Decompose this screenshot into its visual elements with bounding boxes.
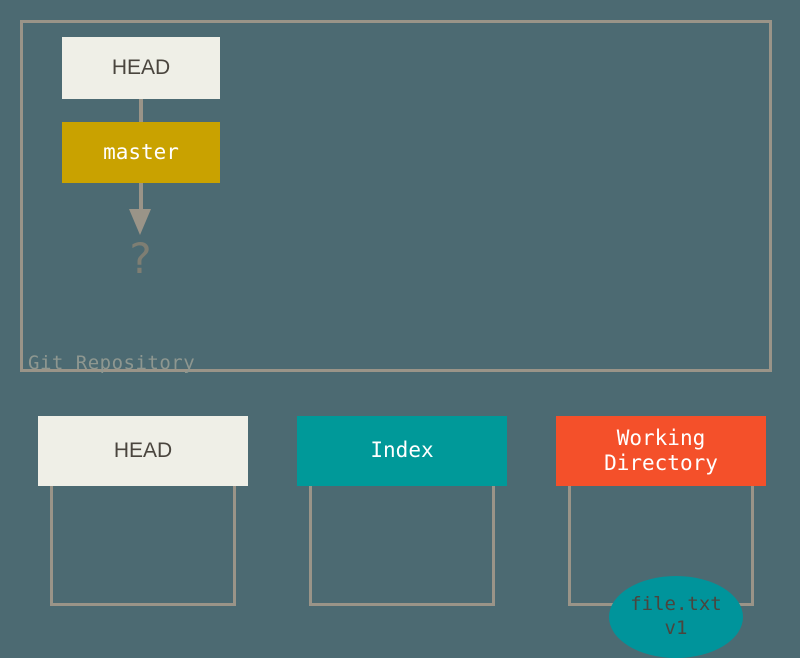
file-blob-version: v1 bbox=[664, 617, 688, 639]
area-working-directory-header: Working Directory bbox=[556, 416, 766, 486]
repo-node-master-label: master bbox=[103, 140, 179, 165]
file-blob-working-directory: file.txt v1 bbox=[609, 576, 743, 658]
repo-node-master: master bbox=[62, 122, 220, 183]
diagram-canvas: Git Repository HEAD master ? HEAD Index … bbox=[20, 20, 772, 658]
repo-node-head-label: HEAD bbox=[111, 55, 171, 79]
git-repository-frame bbox=[20, 20, 772, 372]
file-blob-name: file.txt bbox=[630, 593, 722, 616]
area-head-body bbox=[50, 486, 236, 606]
area-working-directory-body: file.txt v1 bbox=[568, 486, 754, 658]
unknown-commit-question-mark: ? bbox=[127, 234, 153, 283]
area-working-directory-header-text: Working Directory bbox=[604, 426, 718, 476]
area-head-header-label: HEAD bbox=[113, 439, 173, 463]
area-working-directory-header-label-line1: Working bbox=[616, 425, 706, 450]
area-index-body bbox=[309, 486, 495, 606]
arrow-down-icon bbox=[129, 209, 151, 235]
connector-master-to-unknown bbox=[139, 183, 143, 211]
connector-head-to-master bbox=[139, 99, 143, 123]
area-index-header: Index bbox=[297, 416, 507, 486]
repo-node-head: HEAD bbox=[62, 37, 220, 99]
area-working-directory-header-label-line2: Directory bbox=[604, 451, 718, 475]
area-index-header-label: Index bbox=[370, 438, 434, 463]
git-repository-label: Git Repository bbox=[28, 352, 196, 374]
area-head-header: HEAD bbox=[38, 416, 248, 486]
